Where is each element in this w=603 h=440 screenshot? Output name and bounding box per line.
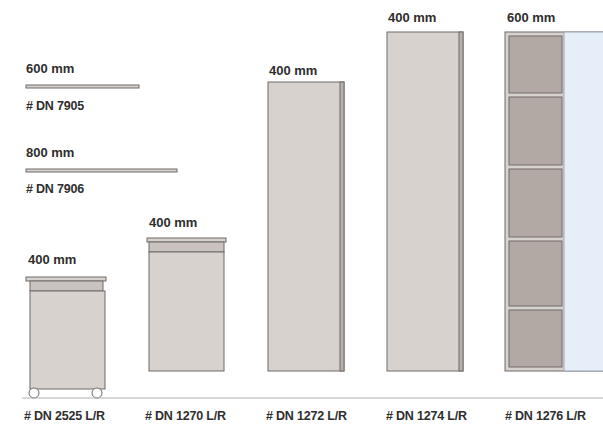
- cabinet-side: [459, 32, 463, 371]
- wheel: [92, 388, 102, 398]
- dimension-label: 600 mm: [507, 10, 555, 25]
- shelf: [26, 85, 139, 88]
- mirror-cabinet: [505, 32, 603, 371]
- dimension-label: 600 mm: [26, 61, 74, 76]
- product-code: # DN 1272 L/R: [266, 409, 347, 424]
- dimension-label: 400 mm: [388, 10, 436, 25]
- cabinet-top: [26, 277, 106, 281]
- wheel: [29, 388, 39, 398]
- drawer-band: [149, 242, 224, 252]
- cabinet-body: [149, 252, 224, 371]
- shelf-box: [509, 97, 562, 165]
- product-code: # DN 7905: [26, 99, 84, 114]
- product-code: # DN 7906: [26, 182, 84, 197]
- floor-line: [22, 398, 603, 399]
- dimension-label: 400 mm: [149, 215, 197, 230]
- cabinet-top: [147, 238, 226, 242]
- dimension-label: 400 mm: [269, 63, 317, 78]
- shelf-box: [509, 169, 562, 237]
- dimension-label: 800 mm: [26, 145, 74, 160]
- dimension-label: 400 mm: [28, 252, 76, 267]
- product-code: # DN 1274 L/R: [386, 409, 467, 424]
- cabinet-side: [340, 82, 344, 371]
- shelf: [26, 169, 177, 172]
- product-code: # DN 1276 L/R: [505, 409, 586, 424]
- product-code: # DN 1270 L/R: [145, 409, 226, 424]
- cabinet-body: [30, 291, 105, 389]
- tall-cabinet: [387, 32, 463, 371]
- shelf-box: [509, 310, 562, 367]
- mirror: [564, 32, 603, 371]
- product-code: # DN 2525 L/R: [24, 409, 105, 424]
- drawer-band: [30, 281, 103, 291]
- tall-cabinet: [268, 82, 344, 371]
- shelf-box: [509, 241, 562, 306]
- shelf-box: [509, 36, 562, 93]
